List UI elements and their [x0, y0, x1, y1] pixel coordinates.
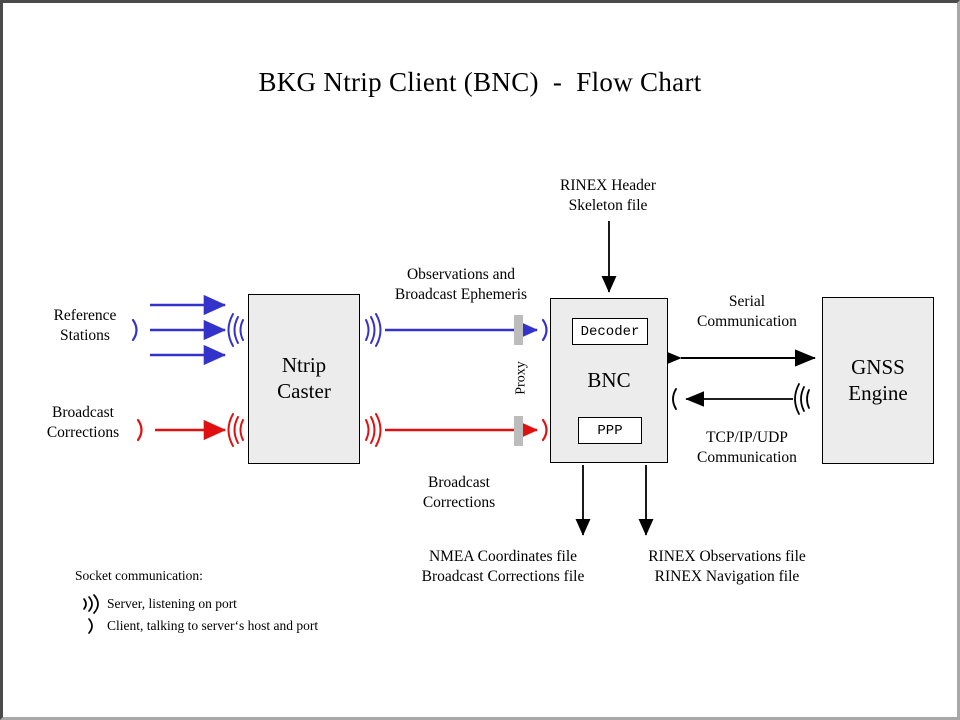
client-socket-icon-bnc-obs	[541, 318, 548, 342]
server-socket-icon-gnss-tcpip	[794, 383, 810, 415]
ntrip-caster-label-line1: Ntrip	[281, 353, 327, 378]
page-title: BKG Ntrip Client (BNC) - Flow Chart	[258, 67, 702, 97]
label-reference-stations: Reference Stations	[53, 307, 117, 344]
label-broadcast-corrections-stream: Broadcast Corrections	[422, 474, 496, 511]
client-socket-icon	[75, 615, 107, 637]
proxy-bar-bottom	[514, 416, 523, 446]
bnc-label: BNC	[587, 367, 631, 392]
connector-layer	[131, 221, 816, 536]
ntrip-caster-label-line2: Caster	[277, 379, 331, 403]
server-socket-icon	[75, 593, 107, 615]
proxy-label-text: Proxy	[513, 361, 529, 395]
legend-title: Socket communication:	[75, 568, 203, 583]
node-decoder[interactable]: Decoder	[572, 318, 648, 345]
client-socket-icon-corrections	[136, 418, 143, 442]
label-serial-communication: Serial Communication	[697, 293, 797, 330]
node-ntrip-caster[interactable]: Ntrip Caster	[248, 294, 360, 464]
node-ppp[interactable]: PPP	[578, 417, 642, 444]
legend-item-server-text: Server, listening on port	[107, 595, 237, 611]
gnss-engine-label-line1: GNSS	[851, 354, 905, 379]
label-observations-ephemeris: Observations and Broadcast Ephemeris	[394, 266, 528, 303]
reference-stations-streams	[150, 294, 227, 366]
server-socket-icon-caster-in	[227, 313, 244, 347]
client-socket-icon-bnc-tcpip	[672, 388, 677, 410]
server-socket-icon-caster-in-corrections	[227, 413, 244, 447]
label-tcpip-communication: TCP/IP/UDP Communication	[697, 429, 797, 466]
server-socket-icon-caster-out-obs	[365, 313, 382, 347]
proxy-bar-top	[514, 315, 523, 345]
label-rinex-header-skeleton: RINEX Header Skeleton file	[560, 177, 656, 214]
label-broadcast-corrections-source: Broadcast Corrections	[46, 404, 120, 441]
proxy-label: Proxy	[497, 348, 547, 408]
gnss-engine-label-line2: Engine	[848, 380, 908, 405]
label-nmea-output-files: NMEA Coordinates file Broadcast Correcti…	[421, 548, 585, 585]
client-socket-icon-reference	[131, 318, 138, 342]
server-socket-icon-caster-out-corrections	[365, 413, 382, 447]
legend: Socket communication: Server, listening …	[75, 569, 405, 637]
node-gnss-engine[interactable]: GNSS Engine	[822, 297, 934, 464]
legend-item-server: Server, listening on port	[75, 593, 405, 615]
legend-item-client: Client, talking to server‘s host and por…	[75, 615, 405, 637]
client-socket-icon-bnc-corrections	[541, 418, 548, 442]
legend-item-client-text: Client, talking to server‘s host and por…	[107, 617, 319, 633]
label-rinex-output-files: RINEX Observations file RINEX Navigation…	[648, 548, 806, 585]
